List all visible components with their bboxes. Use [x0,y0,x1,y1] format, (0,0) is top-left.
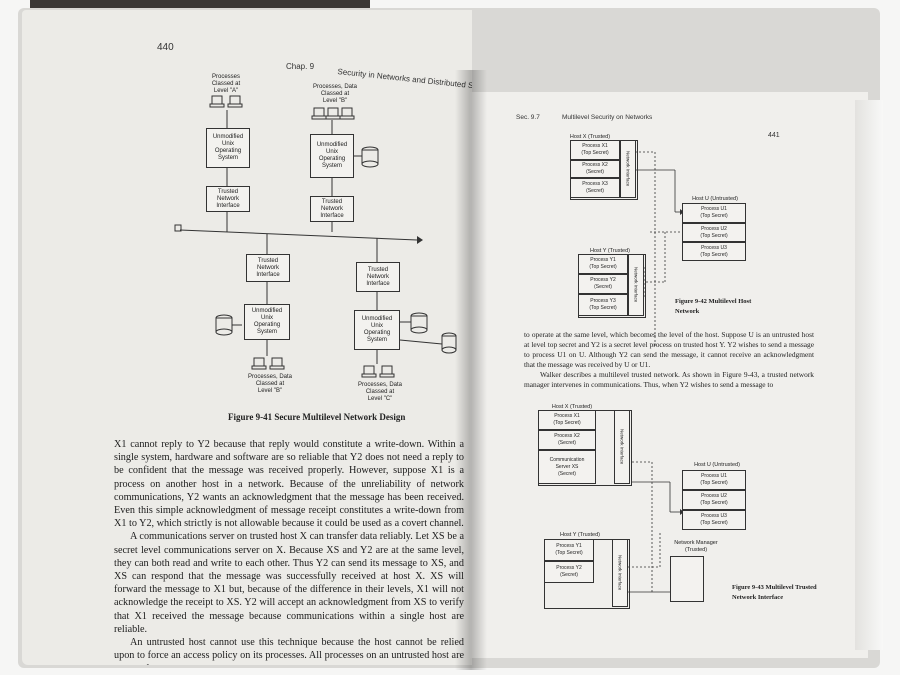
left-header-chapter: Chap. 9 [286,62,315,71]
fig43-caption-line1: Figure 9-43 Multilevel Trusted [732,584,817,591]
fig43-host-u-label: Host U (Untrusted) [694,462,740,468]
left-paragraph-1: X1 cannot reply to Y2 because that reply… [114,439,464,530]
fig42-host-x-label: Host X (Trusted) [569,134,611,140]
right-page-number: 441 [768,132,780,139]
trusted-interface-box-4: Trusted Network Interface [356,262,400,292]
book-gutter-shadow [455,70,487,670]
fig42-process-x1: Process X1 (Top Secret) [570,140,620,160]
fig43-process-y1: Process Y1 (Top Secret) [544,539,594,561]
left-paragraph-2: A communications server on trusted host … [114,531,464,635]
fig43-network-interface-y: Network Interface [612,539,628,607]
right-header-title: Multilevel Security on Networks [562,114,653,121]
fig42-process-y2: Process Y2 (Secret) [578,274,628,294]
label-processes-level-b-bottom: Processes, Data Classed at Level "B" [247,374,293,394]
fig43-process-u1: Process U1 (Top Secret) [682,470,746,490]
figures-connectors [620,143,684,593]
fig43-caption-line2: Network Interface [732,594,784,601]
figure-9-41-connectors [174,95,457,378]
left-body-text: X1 cannot reply to Y2 because that reply… [114,438,464,665]
fig42-process-u3: Process U3 (Top Secret) [682,242,746,261]
fig42-process-x3: Process X3 (Secret) [570,178,620,198]
left-page-number: 440 [157,42,174,53]
unix-os-box-3: Unmodified Unix Operating System [244,304,290,340]
page-stack-edge [855,100,883,650]
unix-os-box-2: Unmodified Unix Operating System [310,134,354,178]
right-header-section: Sec. 9.7 [516,114,540,121]
fig42-process-y3: Process Y3 (Top Secret) [578,294,628,316]
label-processes-level-b-top: Processes, Data Classed at Level "B" [312,84,358,104]
right-paragraph-2: Walker describes a multilevel trusted ne… [524,370,814,389]
fig43-process-u2: Process U2 (Top Secret) [682,490,746,510]
right-body-text: to operate at the same level, which beco… [524,330,814,390]
fig42-caption-line2: Network [675,308,700,315]
unix-os-box-4: Unmodified Unix Operating System [354,310,400,350]
fig42-process-u2: Process U2 (Top Secret) [682,223,746,242]
trusted-interface-box-2: Trusted Network Interface [310,196,354,222]
trusted-interface-box-3: Trusted Network Interface [246,254,290,282]
left-paragraph-3: An untrusted host cannot use this techni… [114,637,464,665]
fig42-process-y1: Process Y1 (Top Secret) [578,254,628,274]
fig42-process-u1: Process U1 (Top Secret) [682,203,746,223]
fig43-process-x2: Process X2 (Secret) [538,430,596,450]
fig43-network-interface-x: Network Interface [614,410,630,484]
fig42-host-u-label: Host U (Untrusted) [692,196,738,202]
fig43-host-y-label: Host Y (Trusted) [560,532,600,538]
fig42-process-x2: Process X2 (Secret) [570,160,620,178]
right-page: Sec. 9.7 Multilevel Security on Networks… [470,92,868,658]
fig42-network-interface-y: Network Interface [628,254,644,316]
fig42-network-interface-x: Network Interface [620,140,636,198]
label-processes-level-c: Processes, Data Classed at Level "C" [357,382,403,402]
fig42-caption-line1: Figure 9-42 Multilevel Host [675,298,752,305]
left-page: 440 Chap. 9 Security in Networks and Dis… [22,10,472,665]
unix-os-box-1: Unmodified Unix Operating System [206,128,250,168]
fig43-communication-server-xs: Communication Server XS (Secret) [538,450,596,484]
fig43-process-u3: Process U3 (Top Secret) [682,510,746,530]
trusted-interface-box-1: Trusted Network Interface [206,186,250,212]
fig43-process-y2: Process Y2 (Secret) [544,561,594,583]
right-paragraph-1: to operate at the same level, which beco… [524,330,814,369]
fig43-network-manager-label: Network Manager (Trusted) [674,540,718,553]
fig43-network-manager-box [670,556,704,602]
fig42-host-y-label: Host Y (Trusted) [590,248,630,254]
fig43-host-x-label: Host X (Trusted) [551,404,593,410]
label-processes-level-a: Processes Classed at Level "A" [211,74,241,94]
figure-9-41-caption: Figure 9-41 Secure Multilevel Network De… [228,412,406,422]
fig43-process-x1: Process X1 (Top Secret) [538,410,596,430]
